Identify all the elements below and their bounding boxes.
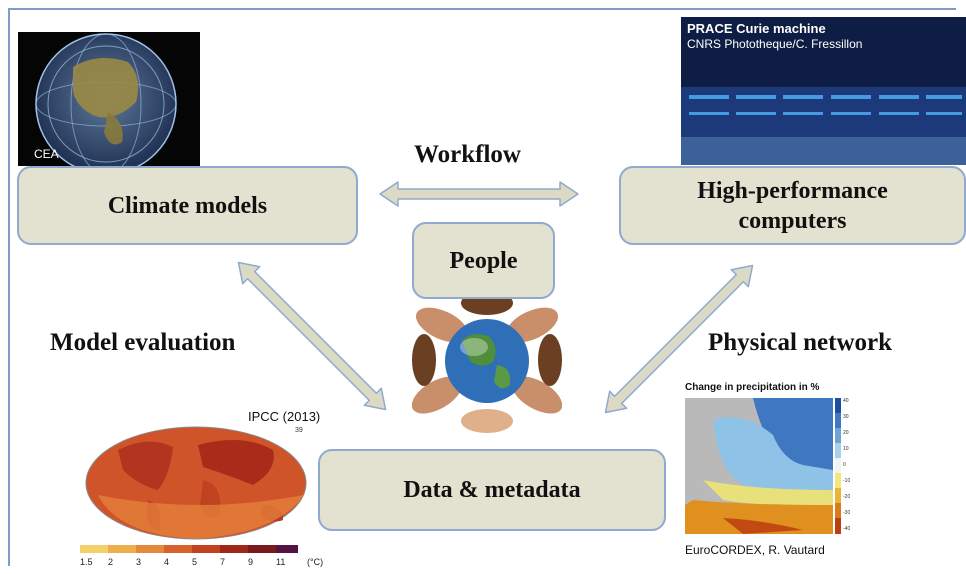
precip-scale-tick: 40 bbox=[843, 398, 849, 404]
hpc-label-line1: High-performance bbox=[697, 177, 888, 204]
precip-scale-tick: -40 bbox=[843, 526, 850, 532]
data-metadata-label: Data & metadata bbox=[403, 477, 581, 503]
globe-credit: CEA bbox=[34, 147, 59, 161]
ipcc-scale-tick: 2 bbox=[108, 557, 113, 567]
precip-scale-tick: -20 bbox=[843, 494, 850, 500]
ipcc-unit: (°C) bbox=[307, 557, 323, 567]
precip-scale-tick: 10 bbox=[843, 446, 849, 452]
hpc-box: High-performance computers bbox=[619, 166, 966, 245]
ipcc-scale-tick: 5 bbox=[192, 557, 197, 567]
precip-scale-tick: -10 bbox=[843, 478, 850, 484]
climate-globe-image: CEA bbox=[18, 32, 200, 166]
climate-models-box: Climate models bbox=[17, 166, 358, 245]
ipcc-page-number: 39 bbox=[295, 427, 303, 434]
ipcc-scale-tick: 7 bbox=[220, 557, 225, 567]
climate-models-label: Climate models bbox=[107, 192, 268, 219]
ipcc-caption: IPCC (2013) bbox=[248, 409, 320, 424]
precip-scale-tick: 30 bbox=[843, 414, 849, 420]
precip-scale-tick: 20 bbox=[843, 430, 849, 436]
ipcc-temperature-map-image: IPCC (2013) 39 1.5 2 3 4 5 7 9 11 (°C) bbox=[78, 405, 333, 570]
slide-frame bbox=[8, 8, 956, 566]
precip-scale-tick: -30 bbox=[843, 510, 850, 516]
ipcc-scale-tick: 9 bbox=[248, 557, 253, 567]
people-hands-globe-image bbox=[412, 285, 562, 435]
hpc-label-line2: computers bbox=[738, 207, 847, 234]
model-evaluation-label: Model evaluation bbox=[50, 329, 236, 356]
hpc-caption-1: PRACE Curie machine bbox=[687, 21, 826, 36]
ipcc-scale-tick: 3 bbox=[136, 557, 141, 567]
people-label: People bbox=[449, 247, 518, 274]
ipcc-scale-tick: 11 bbox=[276, 557, 285, 567]
hpc-caption-2: CNRS Phototheque/C. Fressillon bbox=[687, 37, 862, 51]
people-box: People bbox=[412, 222, 555, 299]
precip-credit: EuroCORDEX, R. Vautard bbox=[685, 543, 825, 557]
workflow-label: Workflow bbox=[414, 141, 521, 168]
precip-title: Change in precipitation in % bbox=[685, 382, 820, 393]
data-metadata-box: Data & metadata bbox=[318, 449, 666, 531]
precip-scale-tick: 0 bbox=[843, 462, 846, 468]
physical-network-label: Physical network bbox=[708, 329, 893, 356]
supercomputer-image: PRACE Curie machine CNRS Phototheque/C. … bbox=[681, 17, 966, 165]
ipcc-scale-tick: 4 bbox=[164, 557, 169, 567]
precipitation-map-image: Change in precipitation in % 40 30 20 10 0 -1… bbox=[683, 380, 853, 560]
ipcc-scale-tick: 1.5 bbox=[80, 557, 93, 567]
